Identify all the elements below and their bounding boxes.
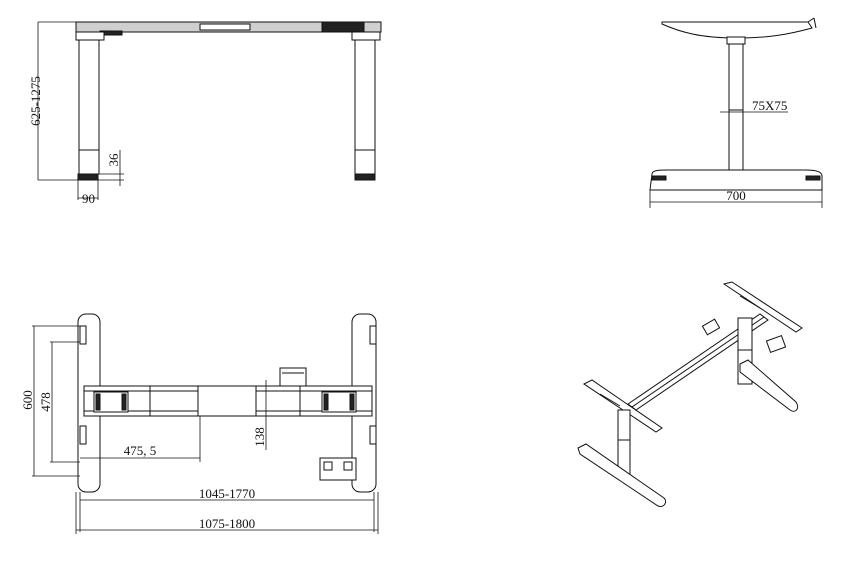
iso-handset	[765, 334, 787, 354]
front-foot-height-label: 36	[106, 153, 121, 167]
front-left-foot	[77, 173, 99, 181]
side-column-cap	[726, 36, 746, 45]
side-top-bracket	[661, 21, 813, 39]
front-left-leg-cap	[75, 31, 105, 41]
iso-near-foot	[577, 443, 667, 507]
top-half-span-label: 475, 5	[124, 443, 157, 458]
iso-far-foot	[739, 359, 799, 412]
side-foot-pad-right	[805, 175, 821, 181]
iso-control-box	[701, 318, 721, 336]
front-left-leg	[78, 39, 100, 175]
top-beam-label: 138	[252, 427, 267, 447]
front-height-label: 625-1275	[28, 76, 43, 126]
side-foot-length-label: 700	[726, 188, 746, 203]
side-foot-pad-left	[651, 175, 667, 181]
iso-top-bracket-far	[722, 281, 803, 333]
front-right-leg	[354, 39, 376, 175]
top-inner-width-label: 1045-1770	[199, 486, 255, 501]
front-right-foot	[354, 173, 376, 181]
side-column-label: 75X75	[752, 98, 787, 113]
top-right-motor	[321, 391, 357, 413]
top-inner-depth-label: 478	[38, 392, 53, 412]
isometric-view	[577, 281, 803, 507]
iso-near-leg	[617, 409, 631, 477]
side-view: 75X75 700	[649, 17, 823, 208]
front-view: 625-1275 90 36	[28, 21, 382, 206]
top-view: 600 478 475, 5 138 1045-1770 1075-1800	[20, 313, 379, 534]
top-outer-width-label: 1075-1800	[199, 516, 255, 531]
top-left-motor	[93, 391, 129, 413]
front-leg-width-label: 90	[82, 191, 95, 206]
front-motor-right	[321, 21, 365, 33]
iso-top-bracket-near	[583, 379, 663, 433]
side-column	[728, 43, 744, 171]
front-beam-joint	[199, 23, 251, 31]
top-crossbar-joint	[197, 385, 257, 417]
side-foot	[649, 169, 823, 191]
top-control-box	[279, 367, 307, 387]
front-right-leg-cap	[351, 31, 381, 41]
top-depth-label: 600	[20, 390, 35, 410]
